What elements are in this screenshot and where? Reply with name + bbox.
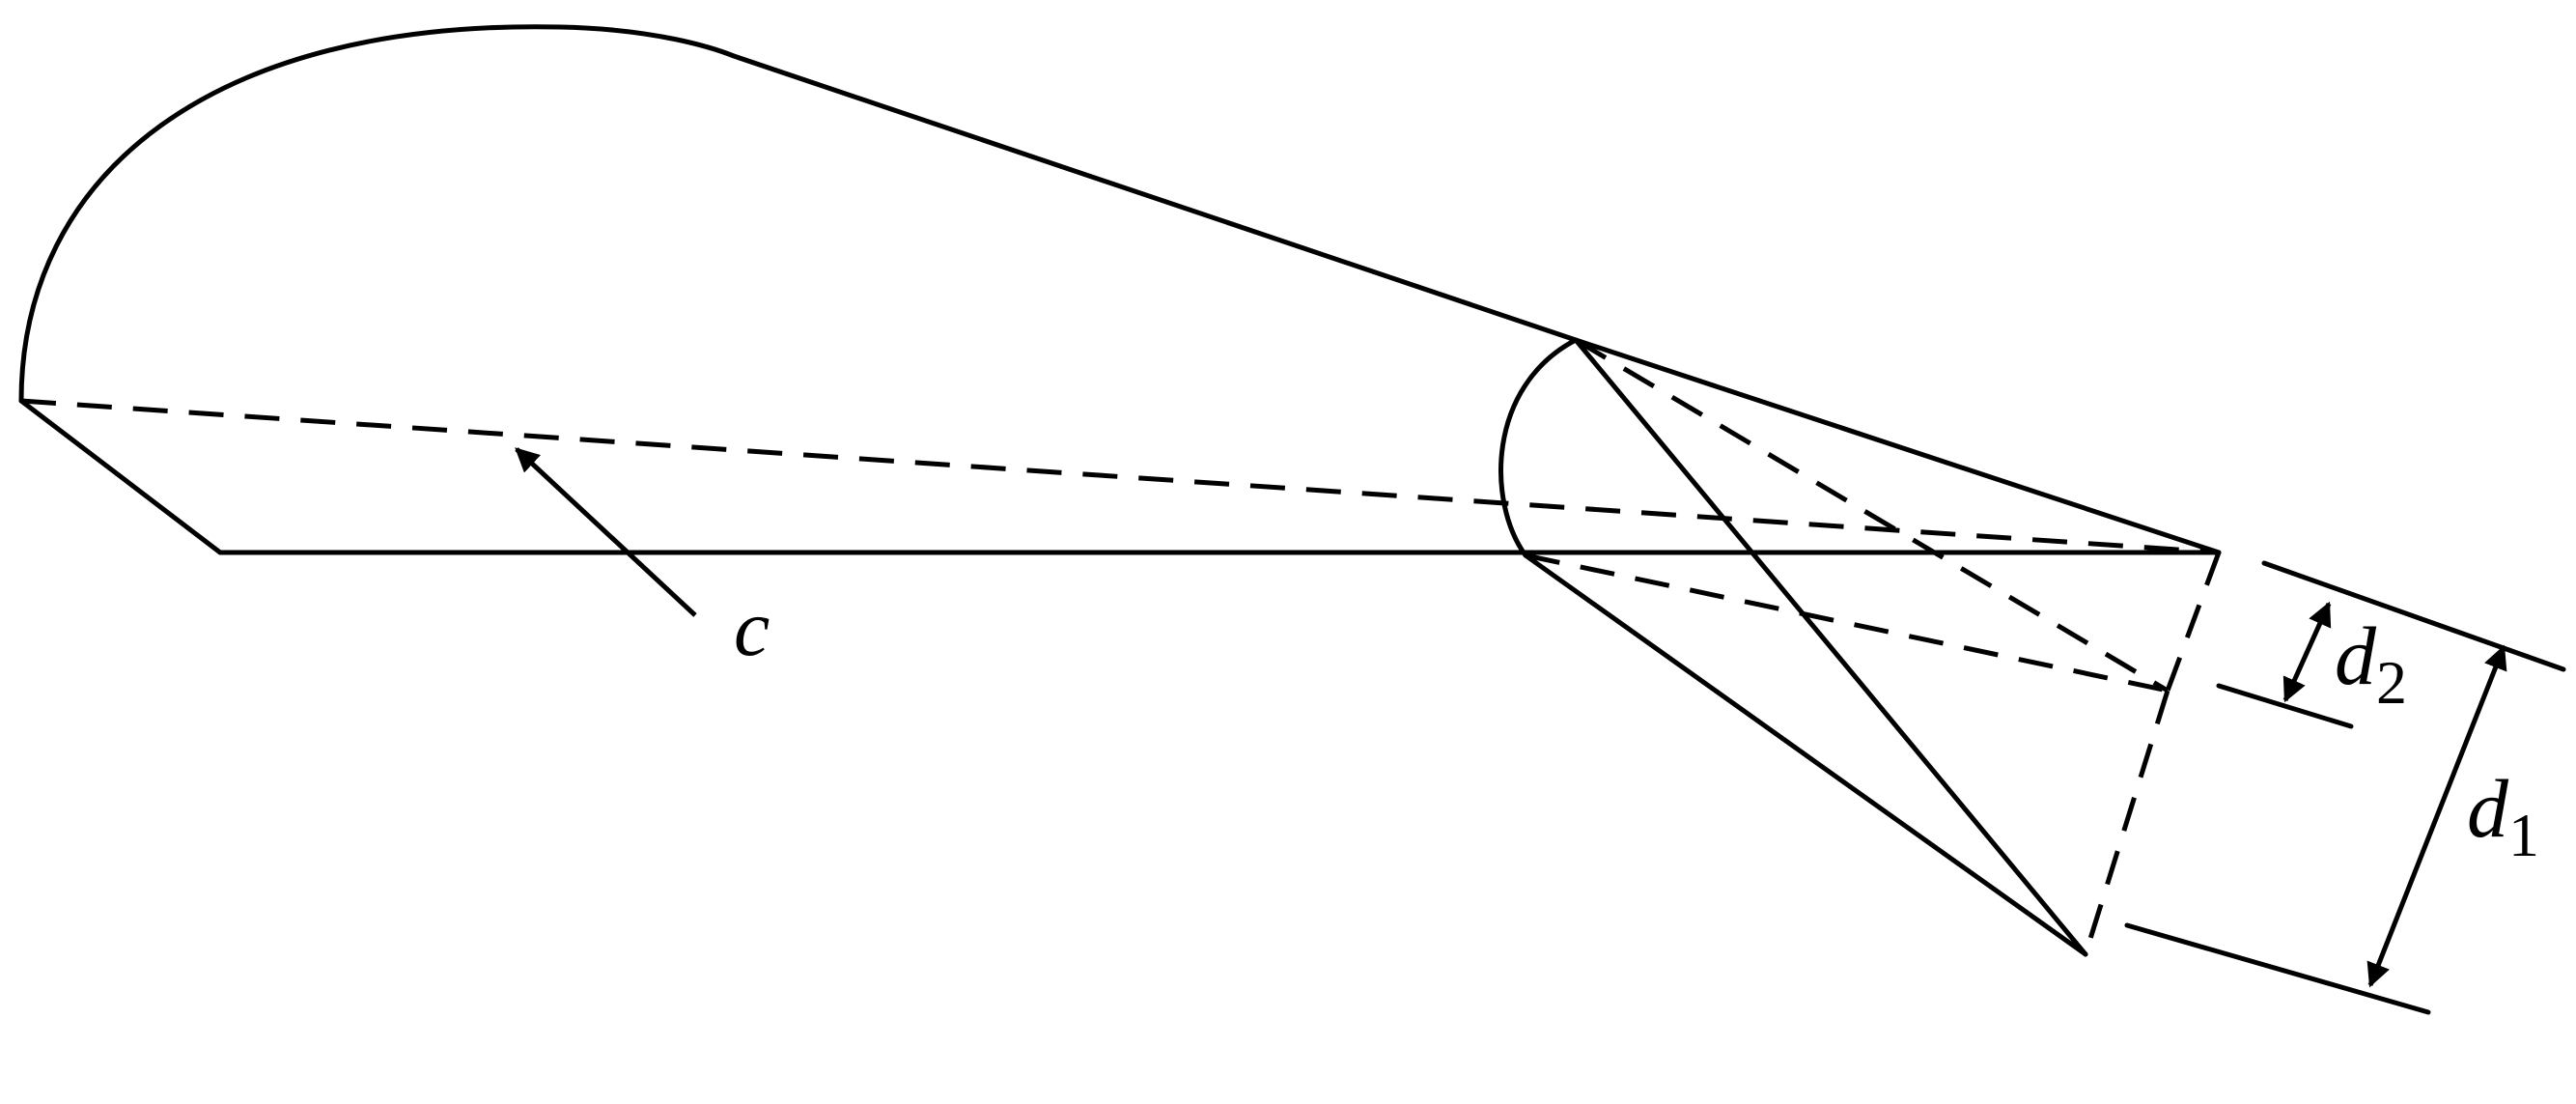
- upper-profile-curve: [18, 24, 1579, 404]
- label-d1: d1: [2467, 762, 2539, 869]
- wing-outline: [18, 24, 2222, 957]
- labels: c d2 d1: [734, 583, 2539, 869]
- label-d1-subscript: 1: [2508, 801, 2539, 869]
- label-d2-main: d: [2335, 609, 2377, 702]
- label-d2: d2: [2335, 609, 2407, 717]
- dashed-construction-lines: [20, 337, 2222, 955]
- d1-dimension-arrow-icon: [2366, 644, 2507, 988]
- upper-to-d2-point: [1574, 337, 2170, 694]
- dimension-arrows: [515, 447, 2507, 988]
- d1-ref-line-bottom: [2124, 922, 2431, 1015]
- d2-ref-line-bottom: [2216, 683, 2354, 729]
- tip-diagonal: [1573, 337, 2088, 957]
- d-ref-line-top: [2261, 560, 2566, 672]
- d2-dimension-arrow-icon: [2282, 601, 2332, 703]
- tip-section-arc: [1498, 337, 1579, 558]
- tip-lower-edge: [1523, 552, 2088, 957]
- label-c: c: [734, 583, 770, 673]
- label-d2-subscript: 2: [2376, 648, 2407, 717]
- c-leader-arrow-icon: [515, 447, 697, 617]
- tip-trailing-dashed-lower: [2083, 690, 2170, 955]
- chord-line-c: [20, 398, 2220, 555]
- tip-trailing-dashed-upper: [2165, 552, 2222, 692]
- dimension-extension-lines: [2124, 560, 2566, 1015]
- label-d1-main: d: [2467, 762, 2509, 855]
- root-lower-edge: [18, 398, 223, 555]
- upper-edge-to-tip: [1573, 337, 2222, 555]
